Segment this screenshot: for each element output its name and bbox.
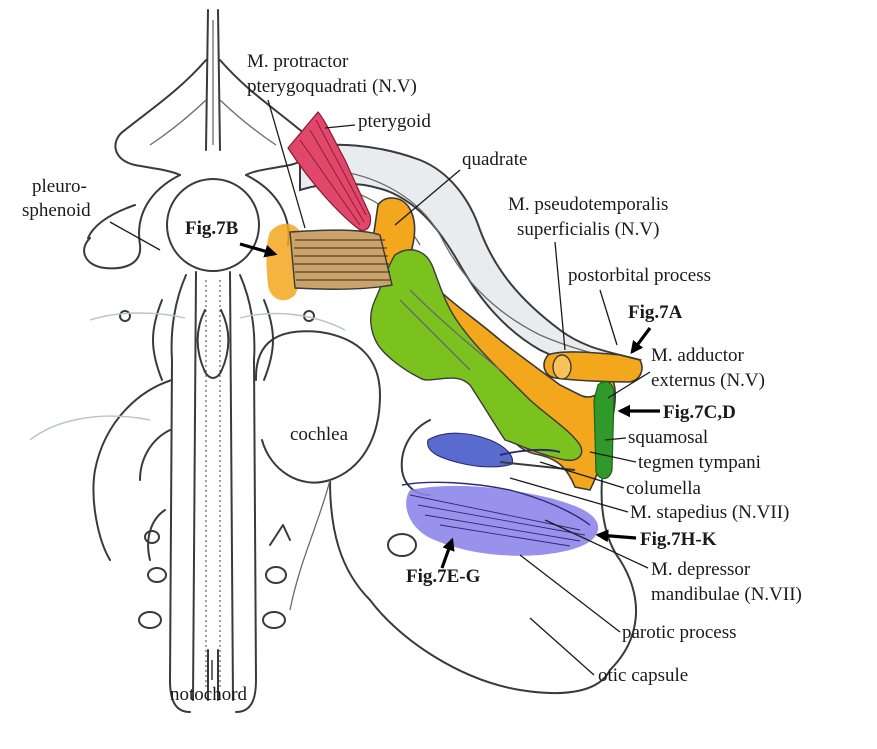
label-stapedius: M. stapedius (N.VII): [630, 502, 789, 523]
fig-ref-7b: Fig.7B: [185, 218, 239, 239]
fig-ref-7eg: Fig.7E-G: [406, 566, 481, 587]
label-columella: columella: [626, 478, 701, 499]
labels: M. protractor pterygoquadrati (N.V) pter…: [22, 51, 802, 705]
label-adductor-line1: M. adductor: [651, 345, 745, 366]
label-postorbital-process: postorbital process: [568, 265, 711, 286]
label-otic-capsule: otic capsule: [598, 665, 688, 686]
fig-ref-7hk: Fig.7H-K: [640, 529, 717, 550]
skull-outline: [30, 10, 345, 712]
label-pterygoid: pterygoid: [358, 111, 431, 132]
label-pleuro-line2: sphenoid: [22, 200, 91, 221]
label-tegmen-tympani: tegmen tympani: [638, 452, 761, 473]
label-adductor-line2: externus (N.V): [651, 370, 765, 391]
label-squamosal: squamosal: [628, 427, 708, 448]
label-notochord: notochord: [170, 684, 248, 705]
fig-ref-7a: Fig.7A: [628, 302, 683, 323]
label-pseudotemporalis-line2: superficialis (N.V): [517, 219, 659, 240]
label-depressor-line1: M. depressor: [651, 559, 751, 580]
label-protractor-line1: M. protractor: [247, 51, 349, 72]
label-parotic-process: parotic process: [622, 622, 736, 643]
label-pseudotemporalis-line1: M. pseudotemporalis: [508, 194, 668, 215]
label-depressor-line2: mandibulae (N.VII): [651, 584, 802, 605]
depressor-muscle: [402, 482, 598, 555]
label-quadrate: quadrate: [462, 149, 527, 170]
label-cochlea: cochlea: [290, 424, 349, 445]
label-protractor-line2: pterygoquadrati (N.V): [247, 76, 417, 97]
fig-ref-7cd: Fig.7C,D: [663, 402, 736, 423]
label-pleuro-line1: pleuro-: [32, 176, 87, 197]
protractor-muscle: [290, 230, 392, 289]
